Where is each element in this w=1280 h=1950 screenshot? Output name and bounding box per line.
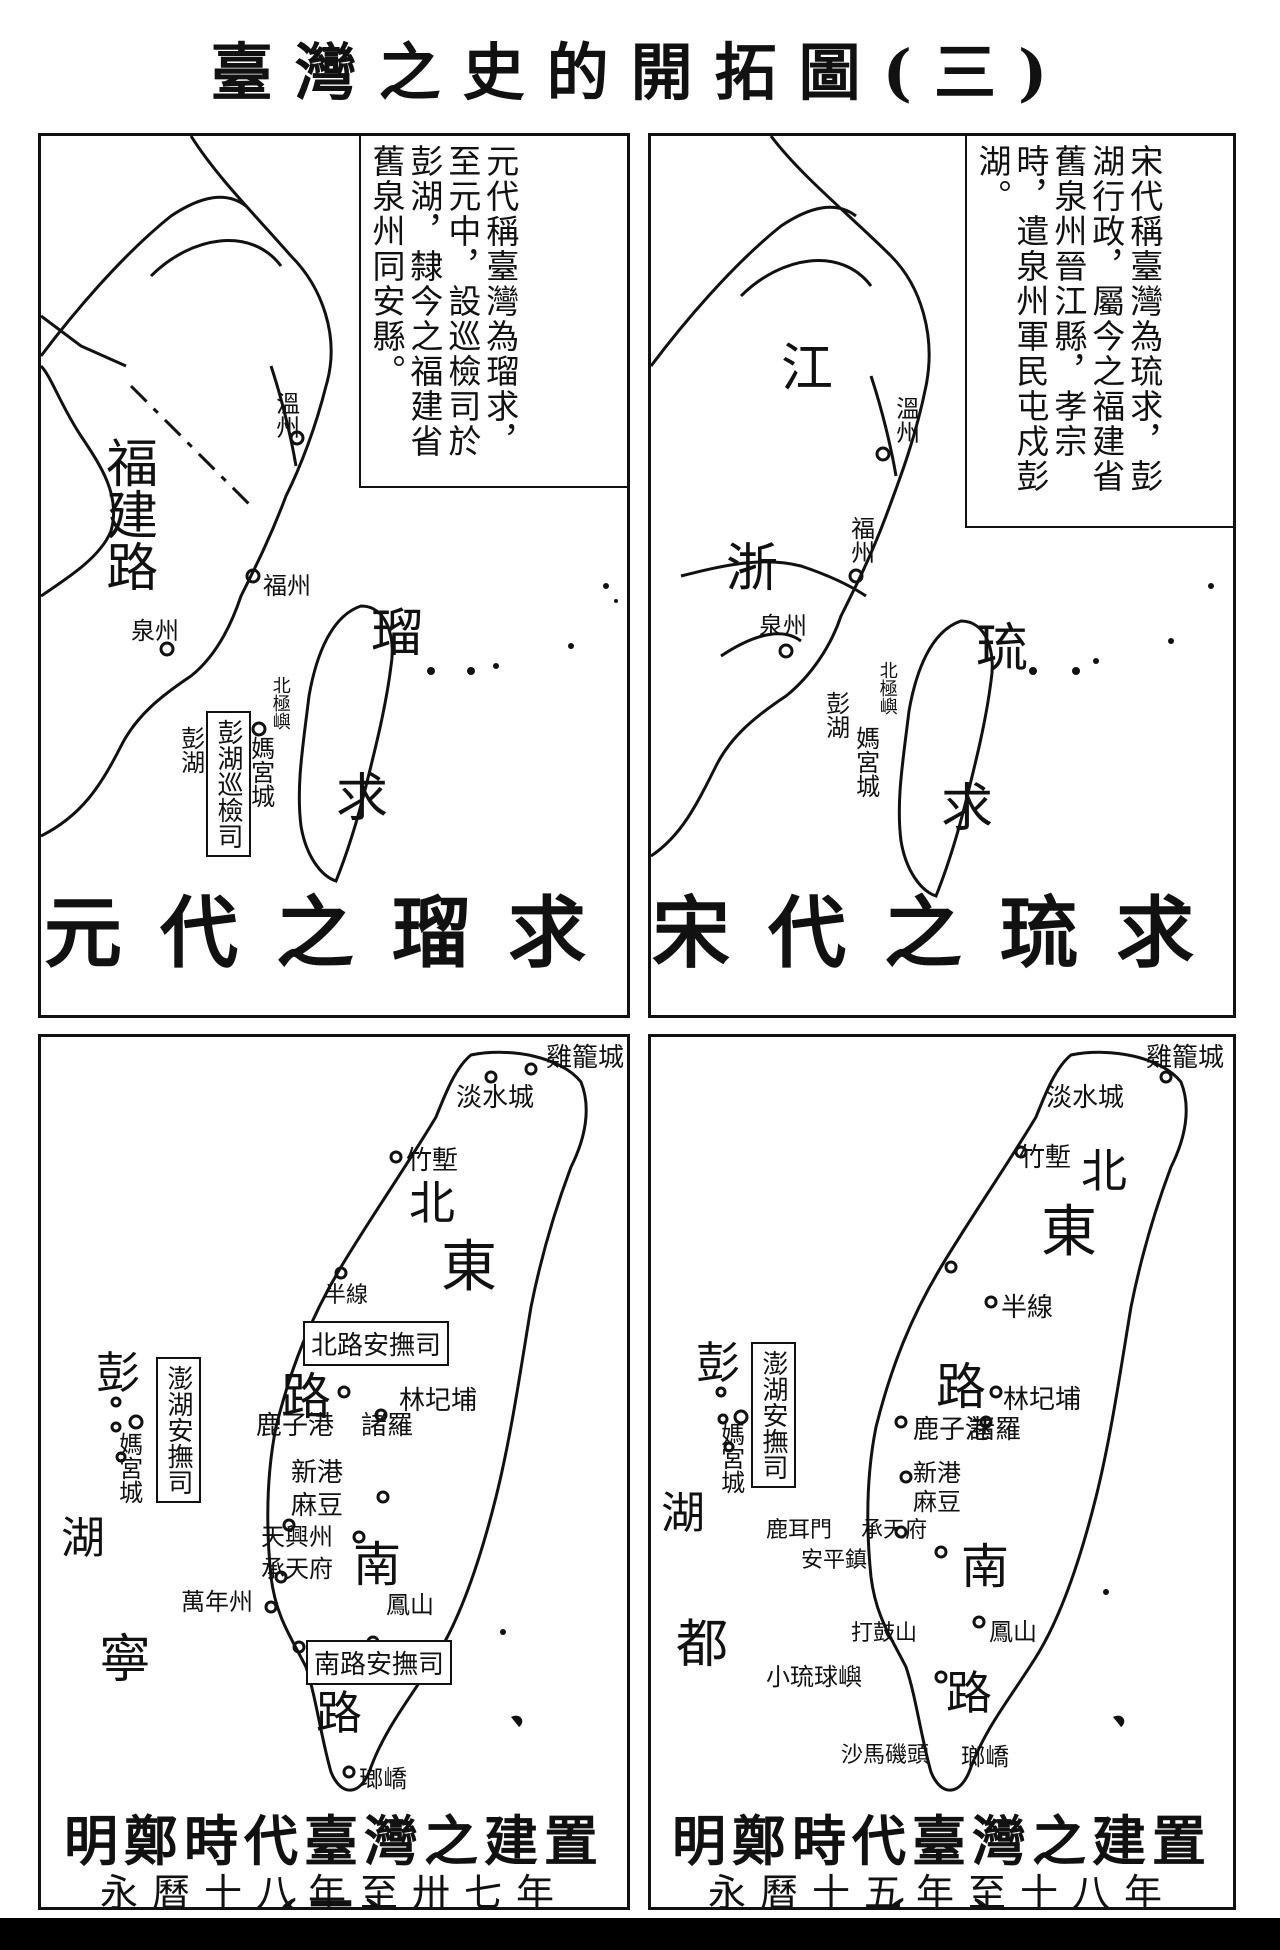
label-hu: 湖 — [61, 1513, 105, 1564]
song-map-drawing — [651, 136, 1214, 898]
label-banxian: 半線 — [324, 1283, 369, 1308]
label-quanzhou: 泉州 — [759, 612, 807, 640]
label-linqipu: 林圮埔 — [399, 1386, 478, 1416]
label-beiji: 北極嶼 — [876, 661, 898, 715]
label-fengshan: 鳳山 — [989, 1618, 1037, 1646]
ming1-subtitle: 永曆十五年至十八年 — [707, 1871, 1176, 1910]
label-liuqiu-1: 瑠 — [371, 604, 424, 664]
label-peng: 彭 — [96, 1348, 140, 1399]
label-fujian-lu: 福建路 — [96, 436, 157, 592]
label-chengtian: 承天府 — [261, 1555, 333, 1583]
label-tianxingzhou: 天興州 — [261, 1523, 333, 1551]
panel-ming-zheng-2: 雞籠城 淡水城 竹塹 北 東 半線 北路安撫司 路 林圮埔 鹿子港 諸羅 新港 … — [38, 1034, 630, 1910]
label-dong: 東 — [441, 1235, 497, 1300]
taiwan-island-shape — [866, 1050, 1188, 1792]
label-xiaoliuqiu: 小琉球嶼 — [766, 1663, 862, 1691]
label-mazu: 媽宮城 — [114, 1432, 143, 1504]
label-langqiao: 瑯嶠 — [961, 1743, 1009, 1771]
label-ning: 寧 — [99, 1630, 152, 1690]
label-maxiang: 麻豆 — [913, 1488, 961, 1516]
label-hu: 湖 — [661, 1488, 705, 1539]
bottom-black-bar — [0, 1918, 1280, 1950]
label-mazu: 媽宮城 — [716, 1422, 745, 1494]
label-bei: 北 — [409, 1176, 455, 1230]
label-nan: 南 — [961, 1539, 1010, 1595]
panel-yuan-dynasty: 元代稱臺灣為瑠求，至元中，設巡檢司於彭湖，隸今之福建省舊泉州同安縣。 福建路 溫… — [38, 133, 630, 1018]
label-zhuqian: 竹塹 — [406, 1146, 459, 1176]
label-lu: 路 — [936, 1358, 986, 1416]
taiwan-island-shape — [897, 619, 994, 898]
ming1-caption: 明鄭時代臺灣之建置(一) — [672, 1809, 1212, 1907]
label-fengshan: 鳳山 — [386, 1591, 434, 1619]
label-nan-lu: 路 — [316, 1686, 362, 1740]
label-nan-lu: 路 — [946, 1666, 992, 1720]
label-danshui: 淡水城 — [1046, 1083, 1125, 1113]
ming2-subtitle: 永曆十八年至卅七年 — [99, 1871, 568, 1910]
ming2-caption: 明鄭時代臺灣之建置(二) — [64, 1809, 604, 1907]
label-mazu-palace: 媽宮城 — [246, 736, 275, 808]
panel-song-dynasty: 宋代稱臺灣為琉求，彭湖行政，屬今之福建省舊泉州晉江縣，孝宗時，遣泉州軍民屯戍彭湖… — [648, 133, 1236, 1018]
song-note-text: 宋代稱臺灣為琉求，彭湖行政，屬今之福建省舊泉州晉江縣，孝宗時，遣泉州軍民屯戍彭湖… — [972, 144, 1164, 494]
label-penghu: 彭湖 — [176, 726, 205, 774]
label-luzigang: 鹿子港 — [256, 1411, 335, 1441]
label-liuqiu-1: 琉 — [976, 619, 1029, 679]
label-zhuqian: 竹塹 — [1019, 1143, 1072, 1173]
song-note-box: 宋代稱臺灣為琉求，彭湖行政，屬今之福建省舊泉州晉江縣，孝宗時，遣泉州軍民屯戍彭湖… — [965, 136, 1233, 528]
label-langqiao: 瑯嶠 — [359, 1765, 407, 1793]
label-xingang: 新港 — [913, 1459, 961, 1487]
label-mazu-palace: 媽宮城 — [851, 726, 880, 798]
label-dong: 東 — [1041, 1200, 1097, 1265]
label-penghu-office: 澎湖安撫司 — [751, 1342, 796, 1488]
label-maxiang: 麻豆 — [291, 1491, 344, 1521]
label-du: 都 — [676, 1615, 729, 1675]
page-title: 臺灣之史的開拓圖(三) — [210, 36, 1070, 109]
label-bei: 北 — [1081, 1144, 1127, 1198]
label-luermen: 鹿耳門 — [766, 1518, 833, 1543]
label-luzigang: 鹿子港 — [913, 1415, 992, 1445]
song-caption: 宋代之琉求 — [651, 888, 1232, 979]
label-zhe: 浙 — [726, 539, 779, 599]
label-quanzhou: 泉州 — [131, 617, 179, 645]
yuan-note-box: 元代稱臺灣為瑠求，至元中，設巡檢司於彭湖，隸今之福建省舊泉州同安縣。 — [359, 136, 627, 488]
yuan-caption: 元代之瑠求 — [43, 888, 624, 979]
label-fuzhou: 福州 — [846, 516, 875, 564]
label-beiji: 北極嶼 — [269, 676, 291, 730]
label-peng: 彭 — [696, 1338, 740, 1389]
label-chengtian: 承天府 — [861, 1518, 928, 1543]
label-penghu: 彭湖 — [821, 691, 850, 739]
label-north-office: 北路安撫司 — [303, 1321, 450, 1366]
label-wenzhou: 溫州 — [891, 396, 920, 444]
label-penghu-office: 澎湖安撫司 — [156, 1357, 201, 1503]
label-fuzhou: 福州 — [263, 572, 311, 600]
label-anping: 安平鎮 — [801, 1548, 868, 1573]
label-jilong: 雞籠城 — [546, 1043, 625, 1073]
label-wenzhou: 溫州 — [271, 391, 300, 439]
label-jilong: 雞籠城 — [1146, 1043, 1225, 1073]
label-danshui: 淡水城 — [456, 1083, 535, 1113]
ming1-map-drawing — [715, 1050, 1188, 1792]
yuan-map-drawing — [41, 136, 618, 883]
label-liuqiu-2: 求 — [941, 779, 994, 839]
taiwan-island-shape — [297, 604, 394, 883]
label-xingang: 新港 — [291, 1458, 344, 1488]
label-jiang: 江 — [781, 339, 834, 399]
label-wannian: 萬年州 — [181, 1588, 253, 1616]
label-shama: 沙馬磯頭 — [841, 1743, 930, 1768]
label-zhuluo: 諸羅 — [969, 1415, 1022, 1445]
panel-ming-zheng-1: 雞籠城 淡水城 竹塹 北 東 半線 路 林圮埔 鹿子港 諸羅 新港 麻豆 南 安… — [648, 1034, 1236, 1910]
label-south-office: 南路安撫司 — [306, 1640, 453, 1685]
label-penghu-office: 彭湖巡檢司 — [206, 711, 251, 857]
label-nan: 南 — [353, 1537, 402, 1593]
label-dagou: 打鼓山 — [851, 1621, 918, 1646]
taiwan-island-shape — [266, 1050, 588, 1792]
label-linqipu: 林圮埔 — [1003, 1385, 1082, 1415]
label-liuqiu-2: 求 — [336, 769, 389, 829]
label-banxian: 半線 — [1001, 1293, 1054, 1323]
label-lu: 路 — [281, 1368, 331, 1426]
yuan-note-text: 元代稱臺灣為瑠求，至元中，設巡檢司於彭湖，隸今之福建省舊泉州同安縣。 — [366, 144, 520, 459]
label-zhuluo: 諸羅 — [361, 1411, 414, 1441]
